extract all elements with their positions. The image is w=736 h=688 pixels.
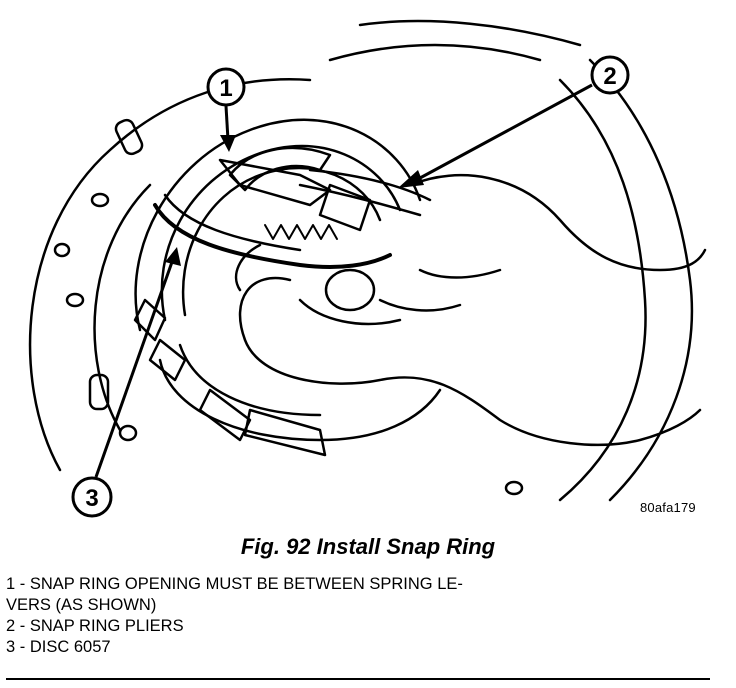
legend-item-2: 2 - SNAP RING PLIERS xyxy=(6,617,184,635)
housing-hole xyxy=(90,192,110,208)
callout-1-number: 1 xyxy=(219,75,232,102)
spring-lever xyxy=(318,183,372,232)
coil-spring xyxy=(264,224,338,240)
bottom-rule xyxy=(6,678,710,680)
callout-3-number: 3 xyxy=(85,485,98,512)
legend: 1 - SNAP RING OPENING MUST BE BETWEEN SP… xyxy=(6,574,726,658)
housing-hole xyxy=(53,242,71,258)
hand-finger xyxy=(298,298,402,326)
callout-3-circle xyxy=(71,476,113,518)
housing-hole xyxy=(65,292,85,308)
hand-thumb xyxy=(234,243,262,292)
callout-3-arrowhead xyxy=(165,247,181,266)
snap-ring-inner xyxy=(163,193,302,252)
callout-1-arrowhead xyxy=(220,135,236,152)
legend-item-1: 1 - SNAP RING OPENING MUST BE BETWEEN SP… xyxy=(6,575,463,593)
callout-2-number: 2 xyxy=(603,63,616,90)
friction-tab xyxy=(243,408,327,457)
callout-2-circle xyxy=(590,55,630,95)
drum-right-arc-2 xyxy=(558,78,647,502)
snap-ring xyxy=(153,203,392,269)
hand xyxy=(408,174,707,272)
friction-tab xyxy=(148,338,187,382)
clutch-ring xyxy=(158,358,442,442)
callout-3-leader xyxy=(94,261,174,478)
callout-1-circle xyxy=(206,67,246,107)
callout-2-leader xyxy=(419,83,593,180)
clutch-ring xyxy=(178,343,322,417)
hand-finger xyxy=(418,268,502,279)
hand-finger xyxy=(378,298,462,312)
friction-tab xyxy=(133,298,167,342)
pliers-jaw xyxy=(228,146,332,192)
drum-top-arc xyxy=(328,43,542,62)
friction-tab xyxy=(198,388,252,442)
snap-ring-illustration: 1 2 3 xyxy=(28,19,707,518)
housing-hole xyxy=(504,480,524,496)
clutch-ring xyxy=(134,118,422,332)
housing-outer-arc xyxy=(28,78,312,472)
housing-slot xyxy=(88,373,110,411)
legend-item-3: 3 - DISC 6057 xyxy=(6,638,111,656)
callout-1-leader xyxy=(224,105,230,141)
hand xyxy=(238,276,702,447)
pliers-handle xyxy=(308,168,432,202)
image-code: 80afa179 xyxy=(640,500,696,515)
housing-slot xyxy=(114,118,144,156)
pliers-pivot xyxy=(324,268,376,312)
legend-item-1-continued: VERS (AS SHOWN) xyxy=(6,596,157,614)
housing-hole xyxy=(118,424,138,442)
callout-2-arrowhead xyxy=(398,170,424,188)
drum-top-arc-2 xyxy=(358,19,582,47)
figure-caption: Fig. 92 Install Snap Ring xyxy=(240,534,496,559)
pliers-handle xyxy=(298,183,422,217)
clutch-ring xyxy=(181,166,382,317)
drum-right-arc xyxy=(588,58,694,502)
